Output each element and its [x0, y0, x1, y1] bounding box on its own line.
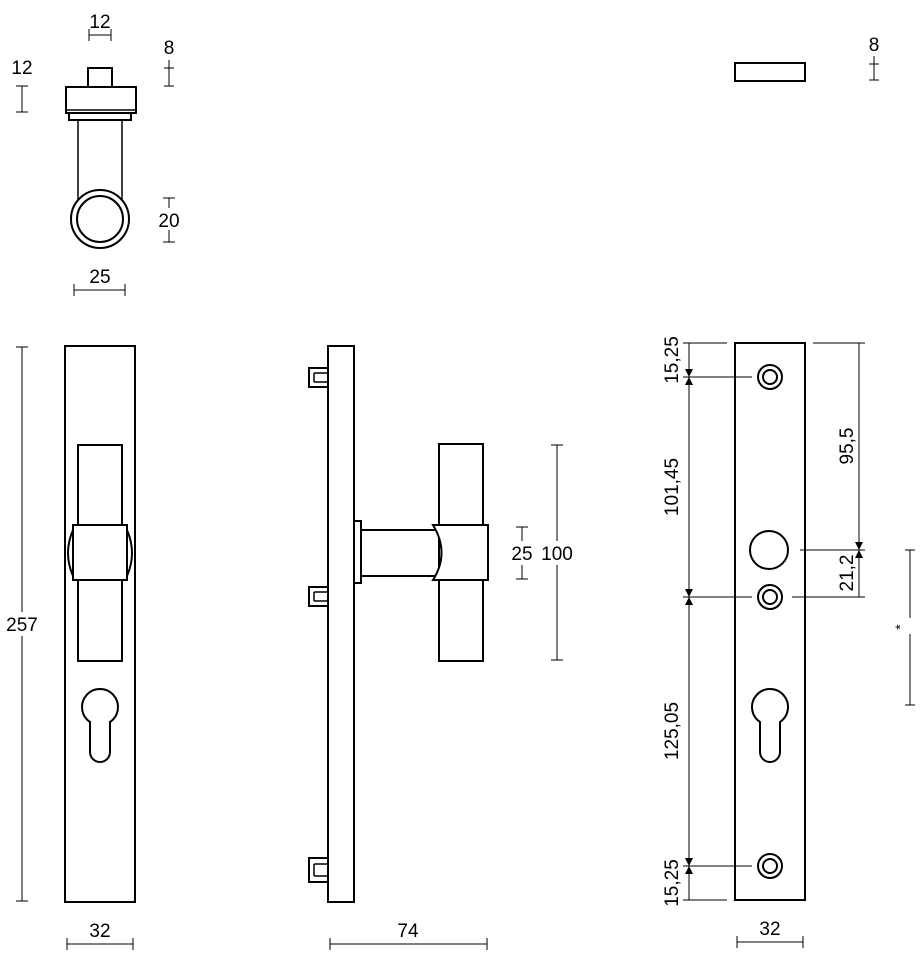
side-clip-middle — [308, 586, 329, 607]
dim-back-chain-right: 95,5 21,2 — [792, 342, 865, 598]
dim-back-variable: * — [892, 549, 918, 706]
top-view-neck — [68, 112, 132, 121]
dim-side-depth-label: 74 — [397, 921, 419, 942]
side-clip-bottom — [308, 857, 329, 883]
front-rosette-right — [126, 529, 133, 577]
dim-top-knob-width-label: 12 — [89, 12, 110, 33]
side-plate — [327, 345, 355, 903]
dim-top-right-height-label: 8 — [164, 38, 175, 59]
back-spindle-hole — [749, 530, 789, 570]
dim-back-upper-spacing-label: 101,45 — [662, 458, 683, 516]
dim-back-bottom-offset-label: 15,25 — [662, 859, 683, 907]
dim-top-total-width-label: 25 — [89, 267, 110, 288]
dim-top-total-width: 25 — [73, 267, 126, 296]
front-cylinder-keyhole — [81, 688, 119, 763]
top-view-knob — [87, 67, 113, 88]
side-spindle-neck — [360, 529, 440, 577]
front-view — [64, 345, 136, 903]
dim-top-left-height-label: 12 — [11, 58, 32, 79]
dim-top-left-height: 12 — [11, 58, 33, 113]
top-view — [65, 67, 137, 249]
dim-front-height: 257 — [4, 346, 42, 902]
dim-top-right-height: 8 — [164, 38, 175, 87]
back-screw-hole-middle — [757, 584, 783, 610]
dim-top-knob-width: 12 — [88, 12, 112, 41]
plate-blank-top-view — [734, 62, 806, 82]
front-grip-collar — [72, 524, 128, 581]
dim-top-round-height-label: 20 — [158, 211, 179, 232]
top-view-round-outer — [70, 189, 130, 249]
dim-back-width: 32 — [736, 919, 804, 948]
back-cylinder-keyhole — [751, 688, 789, 763]
front-rosette-left — [67, 529, 74, 577]
side-rosette — [353, 520, 362, 584]
dim-front-width-label: 32 — [89, 921, 110, 942]
back-screw-hole-top — [757, 364, 783, 390]
dim-back-lower-spacing-label: 125,05 — [662, 702, 683, 760]
top-view-cap — [65, 86, 137, 114]
side-collar — [431, 524, 489, 581]
dim-back-chain-left: 15,25 101,45 125,05 15,25 — [662, 336, 752, 907]
side-clip-top — [308, 367, 329, 388]
dim-side-depth: 74 — [329, 921, 488, 950]
dim-side-grip-length: 100 — [538, 444, 576, 661]
dim-top-round-height: 20 — [156, 197, 183, 243]
dim-back-variable-label: * — [892, 624, 908, 630]
back-view — [734, 342, 806, 901]
dim-back-width-label: 32 — [759, 919, 780, 940]
dim-plate-thickness-label: 8 — [869, 35, 880, 56]
back-screw-hole-bottom — [757, 853, 783, 879]
plate-blank — [734, 62, 806, 82]
dim-front-width: 32 — [66, 921, 134, 950]
dim-plate-thickness: 8 — [869, 35, 880, 81]
side-view — [308, 345, 489, 903]
back-plate — [734, 342, 806, 901]
top-view-round-inner — [76, 195, 124, 243]
dim-side-grip-diameter: 25 — [508, 526, 536, 580]
dim-side-grip-length-label: 100 — [541, 544, 573, 565]
dim-back-spindle-to-hole-label: 21,2 — [837, 555, 858, 592]
dim-back-spindle-distance-label: 95,5 — [837, 428, 858, 465]
dim-side-grip-diameter-label: 25 — [511, 544, 532, 565]
dim-back-top-offset-label: 15,25 — [662, 336, 683, 384]
dim-front-height-label: 257 — [6, 615, 38, 636]
